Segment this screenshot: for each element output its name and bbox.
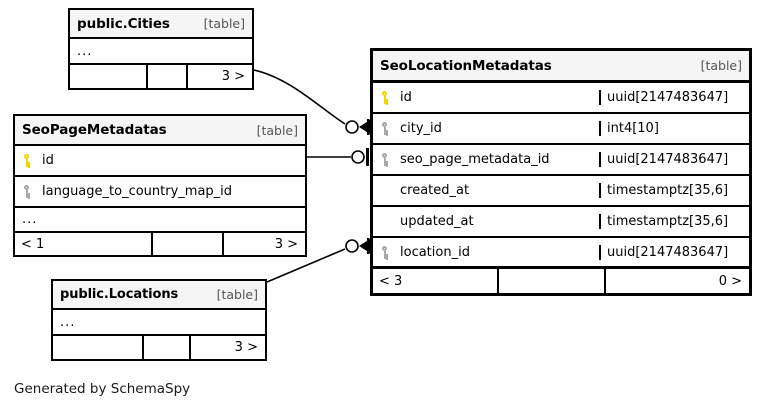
table-public-locations[interactable]: public.Locations [table] ... 3 >	[51, 279, 267, 361]
footer-child-count[interactable]: 3 >	[221, 69, 245, 84]
column-name-cell: updated_at	[373, 214, 599, 229]
footer-middle	[142, 336, 191, 359]
foreign-key-icon	[380, 245, 393, 260]
generator-credit: Generated by SchemaSpy	[14, 381, 191, 397]
primary-key-icon	[22, 153, 35, 168]
table-row[interactable]: updated_at timestamptz[35,6]	[373, 207, 749, 238]
table-kind-label: [table]	[700, 58, 742, 73]
column-name: location_id	[400, 245, 470, 260]
table-title: SeoLocationMetadatas	[380, 57, 552, 74]
footer-child-count[interactable]: 3 >	[274, 236, 298, 252]
table-row[interactable]: id uuid[2147483647]	[373, 83, 749, 114]
column-name: id	[400, 90, 412, 105]
footer-child-count[interactable]: 0 >	[718, 273, 742, 289]
footer-parent-count[interactable]	[53, 336, 142, 359]
table-row[interactable]: language_to_country_map_id	[15, 177, 305, 208]
column-name-cell: created_at	[373, 183, 599, 198]
column-name: seo_page_metadata_id	[400, 152, 550, 167]
collapsed-columns-ellipsis[interactable]: ...	[53, 310, 265, 336]
column-name: city_id	[400, 121, 442, 136]
column-name: id	[42, 153, 54, 168]
table-row[interactable]: location_id uuid[2147483647]	[373, 238, 749, 269]
footer-parent-count[interactable]: < 1	[21, 236, 45, 252]
collapsed-columns-ellipsis[interactable]: ...	[15, 208, 305, 233]
table-public-cities[interactable]: public.Cities [table] ... 3 >	[68, 8, 254, 90]
table-title: SeoPageMetadatas	[22, 122, 167, 138]
column-type: uuid[2147483647]	[599, 90, 749, 105]
column-type: uuid[2147483647]	[599, 245, 749, 260]
foreign-key-icon	[22, 184, 35, 199]
collapsed-columns-ellipsis[interactable]: ...	[70, 39, 252, 65]
table-header: public.Locations [table]	[53, 281, 265, 310]
primary-key-icon	[380, 90, 393, 105]
table-seo-location-metadatas[interactable]: SeoLocationMetadatas [table] id uuid[214…	[370, 48, 752, 296]
table-header: SeoPageMetadatas [table]	[15, 116, 305, 146]
column-name-cell: id	[373, 90, 599, 105]
table-seo-page-metadatas[interactable]: SeoPageMetadatas [table] id language_to_…	[13, 114, 307, 257]
table-title: public.Locations	[60, 287, 179, 302]
table-footer: < 1 3 >	[15, 231, 305, 255]
table-row[interactable]: created_at timestamptz[35,6]	[373, 176, 749, 207]
column-type: uuid[2147483647]	[599, 152, 749, 167]
column-name: language_to_country_map_id	[42, 184, 233, 199]
footer-middle	[146, 65, 189, 88]
table-kind-label: [table]	[256, 122, 298, 138]
footer-parent-count[interactable]: < 3	[379, 273, 403, 289]
column-name-cell: location_id	[373, 245, 599, 260]
footer-child-count[interactable]: 3 >	[234, 340, 258, 355]
column-name-cell: id	[15, 153, 305, 168]
table-title: public.Cities	[77, 15, 170, 32]
foreign-key-icon	[380, 152, 393, 167]
table-row[interactable]: city_id int4[10]	[373, 114, 749, 145]
table-header: SeoLocationMetadatas [table]	[373, 51, 749, 83]
footer-middle	[497, 269, 607, 293]
footer-middle	[151, 233, 224, 255]
column-name-cell: language_to_country_map_id	[15, 184, 305, 199]
column-type: timestamptz[35,6]	[599, 214, 749, 229]
table-kind-label: [table]	[203, 16, 245, 31]
foreign-key-icon	[380, 121, 393, 136]
table-kind-label: [table]	[216, 287, 258, 302]
table-row[interactable]: id	[15, 146, 305, 177]
column-type: int4[10]	[599, 121, 749, 136]
relationship-seopage-to-seo-page-metadata-id	[307, 148, 369, 166]
table-row[interactable]: seo_page_metadata_id uuid[2147483647]	[373, 145, 749, 176]
table-header: public.Cities [table]	[70, 10, 252, 39]
column-name-cell: city_id	[373, 121, 599, 136]
table-footer: < 3 0 >	[373, 266, 749, 293]
table-footer: 3 >	[70, 63, 252, 88]
column-name: created_at	[400, 183, 470, 198]
column-name: updated_at	[400, 214, 474, 229]
column-name-cell: seo_page_metadata_id	[373, 152, 599, 167]
column-type: timestamptz[35,6]	[599, 183, 749, 198]
footer-parent-count[interactable]	[70, 65, 146, 88]
table-footer: 3 >	[53, 334, 265, 359]
